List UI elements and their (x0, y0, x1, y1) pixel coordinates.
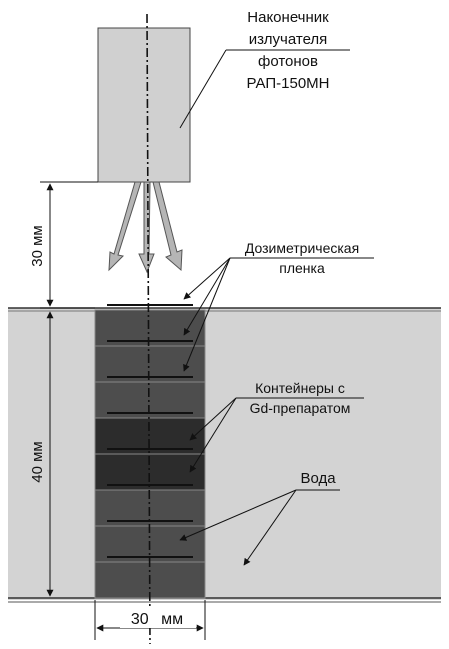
gap-dimension-label: 30 мм (29, 225, 46, 266)
emitter-tip (97, 27, 191, 183)
svg-text:излучателя: излучателя (249, 31, 328, 48)
beam-axis (146, 13, 151, 645)
film-leaders (183, 257, 231, 372)
svg-text:Gd-препаратом: Gd-препаратом (250, 400, 351, 416)
svg-text:Контейнеры с: Контейнеры с (255, 380, 345, 396)
width-dimension-label: 30 мм (131, 611, 183, 628)
water-leaders (179, 489, 297, 566)
containers-label: Контейнеры с Gd-препаратом (250, 380, 351, 416)
depth-dimension-label: 40 мм (29, 441, 46, 482)
containers-leaders (189, 397, 237, 473)
photon-beam-arrows (108, 181, 183, 274)
gap-dimension (40, 181, 98, 309)
svg-text:пленка: пленка (279, 260, 325, 276)
water-phantom (8, 308, 441, 600)
svg-text:Дозиметрическая: Дозиметрическая (245, 240, 359, 256)
dosimetric-films (107, 304, 193, 558)
svg-text:РАП-150МН: РАП-150МН (247, 75, 330, 92)
svg-text:Наконечник: Наконечник (247, 9, 329, 26)
water-label: Вода (300, 470, 336, 487)
emitter-label: Наконечник излучателя фотонов РАП-150МН (247, 9, 330, 92)
emitter-leader (179, 49, 227, 129)
svg-text:фотонов: фотонов (258, 53, 318, 70)
film-label: Дозиметрическая пленка (245, 240, 359, 276)
